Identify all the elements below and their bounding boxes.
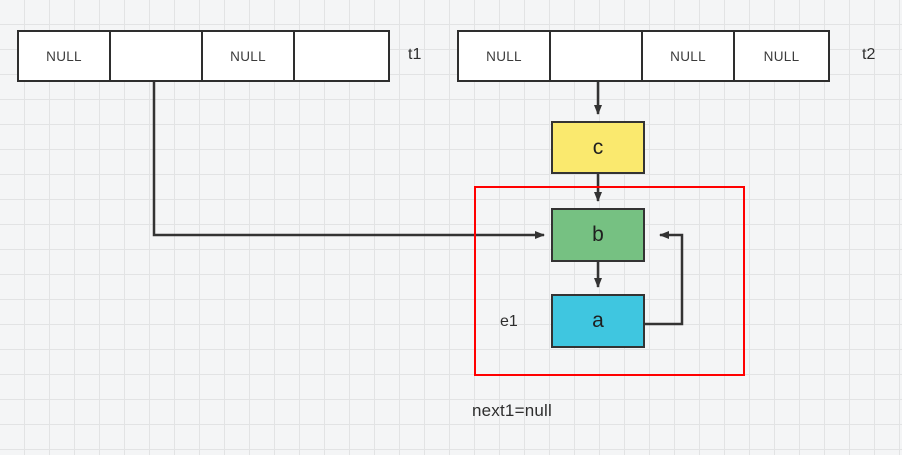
struct-cell-t1-1[interactable] xyxy=(111,32,204,80)
group-box-e1[interactable] xyxy=(474,186,745,376)
table-label-t1: t1 xyxy=(408,46,422,63)
node-b[interactable]: b xyxy=(551,208,645,262)
struct-cell-t2-0[interactable]: NULL xyxy=(459,32,552,80)
struct-cell-t2-1[interactable] xyxy=(551,32,644,80)
node-a[interactable]: a xyxy=(551,294,645,348)
table-label-t2: t2 xyxy=(862,46,876,63)
node-c[interactable]: c xyxy=(551,121,645,174)
group-label-e1: e1 xyxy=(500,313,518,330)
struct-table-t1[interactable]: NULL NULL xyxy=(17,30,390,82)
struct-cell-t2-3[interactable]: NULL xyxy=(735,32,829,80)
struct-cell-t2-2[interactable]: NULL xyxy=(643,32,736,80)
struct-cell-t1-3[interactable] xyxy=(295,32,389,80)
struct-cell-t1-2[interactable]: NULL xyxy=(203,32,296,80)
struct-table-t2[interactable]: NULL NULL NULL xyxy=(457,30,830,82)
struct-cell-t1-0[interactable]: NULL xyxy=(19,32,112,80)
note-next1-null: next1=null xyxy=(472,401,552,420)
